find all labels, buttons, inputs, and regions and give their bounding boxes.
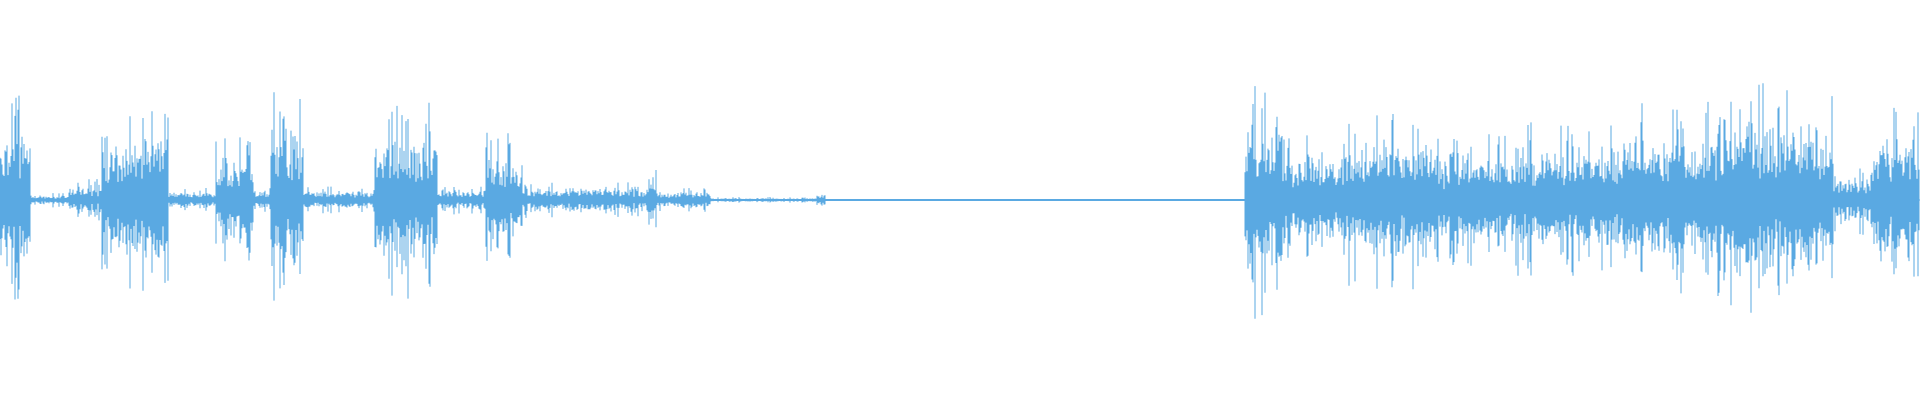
waveform-peaks xyxy=(0,83,1920,319)
waveform-trace xyxy=(0,83,1920,319)
